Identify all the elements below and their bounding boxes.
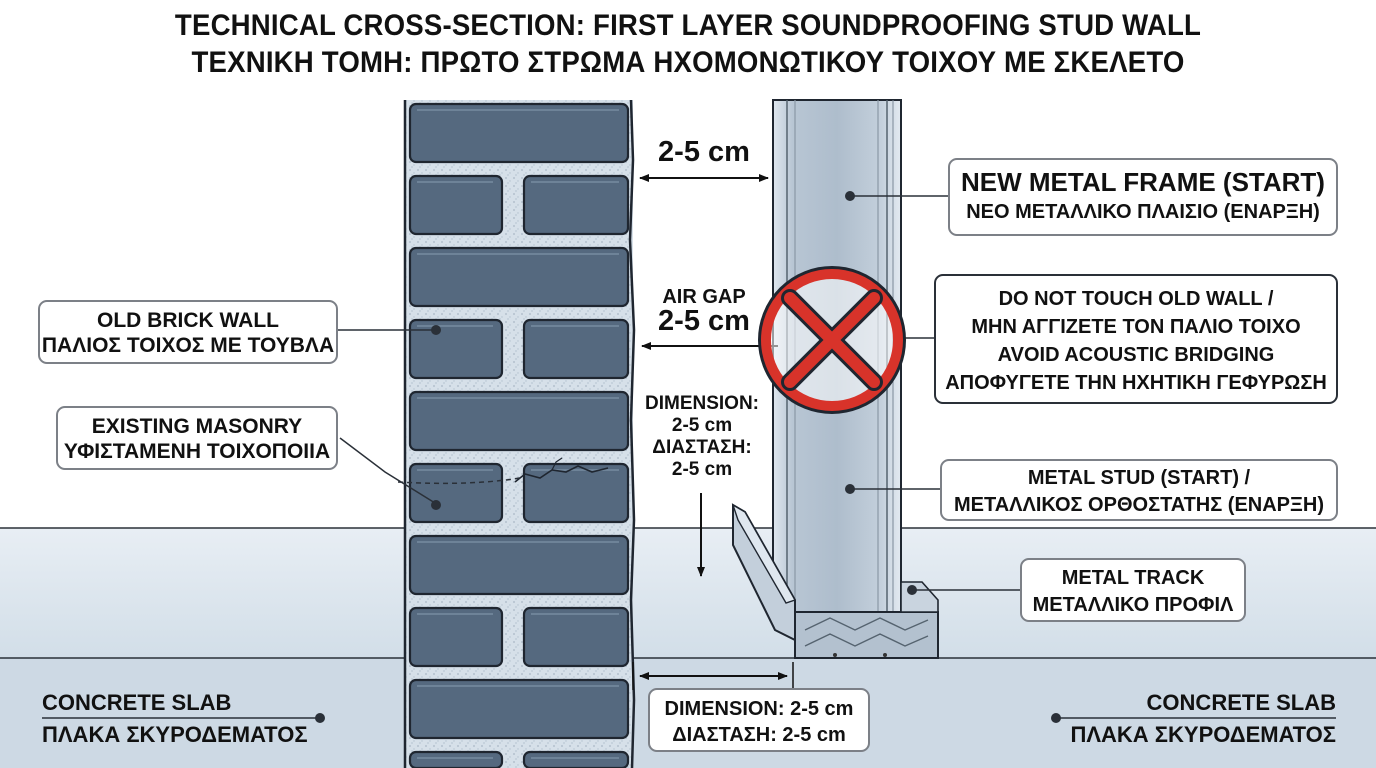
new-metal-frame-label: NEW METAL FRAME (START) ΝΕΟ ΜΕΤΑΛΛΙΚΟ ΠΛ…: [948, 158, 1338, 236]
metal-stud-label: METAL STUD (START) / ΜΕΤΑΛΛΙΚΟΣ ΟΡΘΟΣΤΑΤ…: [940, 459, 1338, 521]
new-metal-frame-en: NEW METAL FRAME (START): [961, 167, 1325, 197]
side-dimension-line1: DIMENSION:: [645, 393, 759, 414]
side-dimension-label: DIMENSION: 2-5 cm ΔΙΑΣΤΑΣΗ: 2-5 cm: [640, 393, 764, 481]
brick: [408, 174, 504, 236]
brick: [522, 750, 630, 768]
do-not-touch-line2: ΜΗΝ ΑΓΓΙΖΕΤΕ ΤΟΝ ΠΑΛΙΟ ΤΟΙΧΟ: [971, 316, 1301, 338]
metal-track-gr: ΜΕΤΑΛΛΙΚΟ ΠΡΟΦΙΛ: [1032, 594, 1234, 616]
existing-masonry-label: EXISTING MASONRY ΥΦΙΣΤΑΜΕΝΗ ΤΟΙΧΟΠΟΙΙΑ: [56, 406, 338, 470]
concrete-slab-left-label: CONCRETE SLAB ΠΛΑΚΑ ΣΚΥΡΟΔΕΜΑΤΟΣ: [42, 690, 308, 748]
do-not-touch-line3: AVOID ACOUSTIC BRIDGING: [997, 344, 1275, 366]
do-not-touch-line1: DO NOT TOUCH OLD WALL /: [998, 288, 1274, 310]
brick: [408, 678, 630, 740]
brick: [408, 102, 630, 164]
brick-wall: [403, 99, 636, 768]
metal-track-label: METAL TRACK ΜΕΤΑΛΛΙΚΟ ΠΡΟΦΙΛ: [1020, 558, 1246, 622]
metal-stud-en: METAL STUD (START) /: [1027, 467, 1251, 489]
existing-masonry-en: EXISTING MASONRY: [91, 415, 303, 438]
brick: [408, 246, 630, 308]
do-not-touch-label: DO NOT TOUCH OLD WALL / ΜΗΝ ΑΓΓΙΖΕΤΕ ΤΟΝ…: [934, 274, 1338, 404]
brick: [522, 462, 630, 524]
bottom-dimension-en: DIMENSION: 2-5 cm: [664, 698, 854, 720]
concrete-slab-right-en: CONCRETE SLAB: [1146, 690, 1336, 715]
brick: [408, 606, 504, 668]
metal-stud-gr: ΜΕΤΑΛΛΙΚΟΣ ΟΡΘΟΣΤΑΤΗΣ (ΕΝΑΡΞΗ): [954, 494, 1324, 516]
leader-dots: [315, 191, 1061, 723]
concrete-slab-right-gr: ΠΛΑΚΑ ΣΚΥΡΟΔΕΜΑΤΟΣ: [1070, 722, 1336, 747]
leader-lines: [42, 195, 1336, 719]
side-dimension-line2: 2-5 cm: [671, 415, 733, 436]
bottom-dimension-gr: ΔΙΑΣΤΑΣΗ: 2-5 cm: [672, 724, 846, 746]
new-metal-frame-gr: ΝΕΟ ΜΕΤΑΛΛΙΚΟ ΠΛΑΙΣΙΟ (ΕΝΑΡΞΗ): [966, 201, 1320, 223]
brick: [408, 750, 504, 768]
side-dimension-line4: 2-5 cm: [671, 459, 733, 480]
brick: [522, 174, 630, 236]
brick: [408, 534, 630, 596]
brick: [408, 390, 630, 452]
old-brick-wall-en: OLD BRICK WALL: [97, 309, 279, 332]
brick-courses: [408, 102, 630, 768]
old-brick-wall-label: OLD BRICK WALL ΠΑΛΙΟΣ ΤΟΙΧΟΣ ΜΕ ΤΟΥΒΛΑ: [38, 300, 338, 364]
top-gap-value: 2-5 cm: [658, 136, 750, 168]
title-english: TECHNICAL CROSS-SECTION: FIRST LAYER SOU…: [174, 9, 1202, 42]
concrete-slab-right-label: CONCRETE SLAB ΠΛΑΚΑ ΣΚΥΡΟΔΕΜΑΤΟΣ: [1070, 690, 1336, 748]
brick: [408, 462, 504, 524]
brick: [408, 318, 504, 380]
air-gap-value: 2-5 cm: [658, 305, 750, 337]
existing-masonry-gr: ΥΦΙΣΤΑΜΕΝΗ ΤΟΙΧΟΠΟΙΙΑ: [63, 440, 331, 463]
metal-track: [731, 503, 939, 659]
concrete-slab-left-gr: ΠΛΑΚΑ ΣΚΥΡΟΔΕΜΑΤΟΣ: [42, 722, 308, 747]
brick: [522, 606, 630, 668]
bottom-dimension-label: DIMENSION: 2-5 cm ΔΙΑΣΤΑΣΗ: 2-5 cm: [648, 688, 870, 752]
metal-track-en: METAL TRACK: [1061, 567, 1205, 589]
no-contact-warning-icon: [758, 266, 906, 414]
concrete-slab-left-en: CONCRETE SLAB: [42, 690, 232, 715]
side-dimension-line3: ΔΙΑΣΤΑΣΗ:: [652, 437, 752, 458]
do-not-touch-line4: ΑΠΟΦΥΓΕΤΕ ΤΗΝ ΗΧΗΤΙΚΗ ΓΕΦΥΡΩΣΗ: [945, 372, 1327, 394]
air-gap-title: AIR GAP: [662, 286, 746, 308]
brick: [522, 318, 630, 380]
old-brick-wall-gr: ΠΑΛΙΟΣ ΤΟΙΧΟΣ ΜΕ ΤΟΥΒΛΑ: [41, 334, 335, 357]
title-greek: ΤΕΧΝΙΚΗ ΤΟΜΗ: ΠΡΩΤΟ ΣΤΡΩΜΑ ΗΧΟΜΟΝΩΤΙΚΟΥ …: [191, 46, 1185, 79]
